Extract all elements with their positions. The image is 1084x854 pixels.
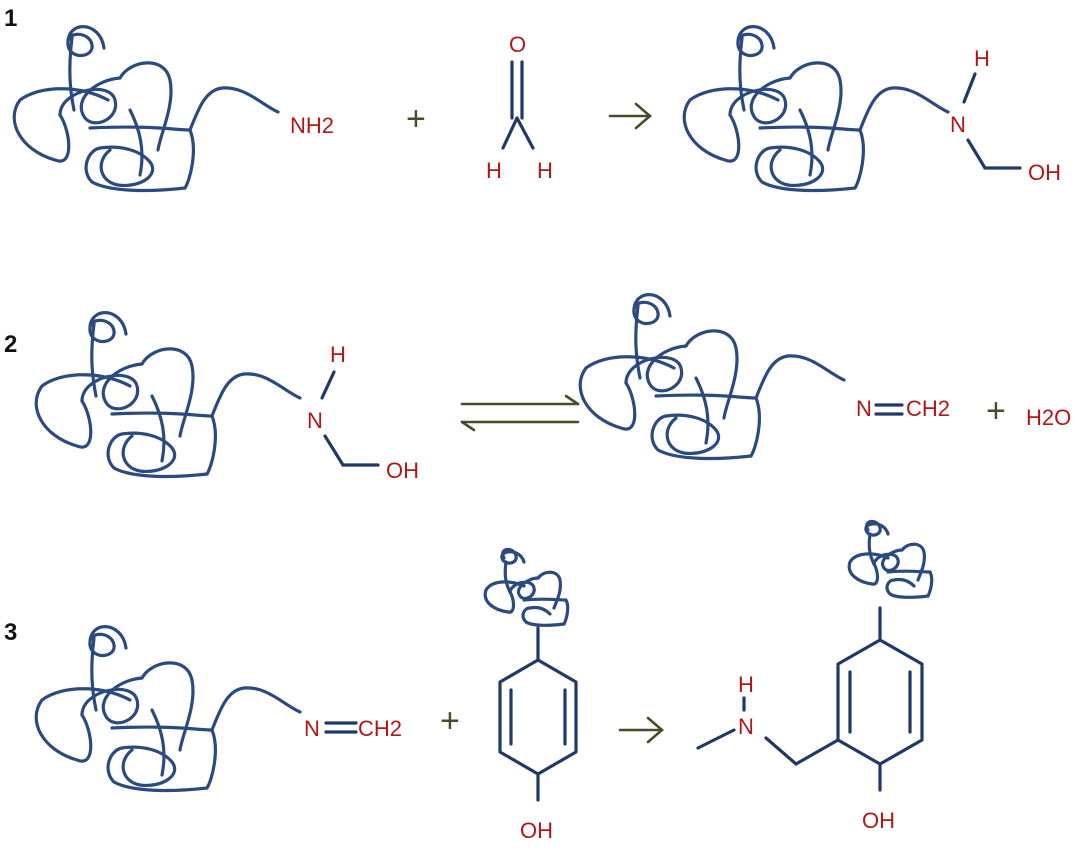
formaldehyde: O H H	[486, 32, 553, 183]
product-n-1: N	[950, 112, 966, 137]
equilibrium-arrows	[460, 394, 580, 432]
plus-sign-3: +	[440, 702, 460, 740]
product-n-3: N	[738, 714, 754, 739]
product-oh-3: OH	[862, 808, 895, 833]
protein-coil-2b	[578, 293, 846, 461]
aldehyde-h-right: H	[537, 158, 553, 183]
product-oh-1: OH	[1028, 160, 1061, 185]
step-number-1: 1	[4, 5, 17, 32]
reactant-n-2: N	[307, 408, 323, 433]
phenol-oh: OH	[520, 818, 553, 843]
step-number-3: 3	[4, 619, 17, 646]
imine-ch2-2: CH2	[906, 396, 950, 421]
aldehyde-o: O	[509, 32, 526, 57]
hydroxymethyl-amine-2: H N OH	[307, 342, 419, 483]
hydroxymethyl-amine-1: H N OH	[950, 46, 1061, 185]
protein-coil-small-3a	[483, 547, 570, 627]
forward-arrow-3	[618, 716, 664, 744]
protein-coil-1b	[682, 25, 950, 193]
protein-coil-1a	[12, 25, 280, 193]
water-label: H2O	[1026, 405, 1071, 430]
protein-coil-2a	[34, 311, 302, 479]
imine-n-3: N	[304, 716, 320, 741]
mannich-product: OH N H	[696, 519, 934, 833]
step-number-2: 2	[4, 331, 17, 358]
protein-coil-small-3b	[847, 519, 934, 599]
imine-n-2: N	[856, 396, 872, 421]
plus-sign-2: +	[986, 392, 1006, 430]
imine-3: N CH2	[304, 716, 402, 741]
plus-sign-1: +	[406, 100, 426, 138]
reactant-oh-2: OH	[386, 458, 419, 483]
reactant-h-2: H	[330, 342, 346, 367]
nh2-label: NH2	[290, 113, 334, 138]
forward-arrow-1	[608, 102, 652, 130]
product-h-1: H	[974, 46, 990, 71]
product-h-3: H	[738, 672, 754, 697]
protein-coil-3a	[34, 625, 302, 793]
aldehyde-h-left: H	[486, 158, 502, 183]
imine-2: N CH2	[856, 396, 950, 421]
tyrosine-phenol: OH	[483, 547, 578, 843]
imine-ch2-3: CH2	[358, 716, 402, 741]
